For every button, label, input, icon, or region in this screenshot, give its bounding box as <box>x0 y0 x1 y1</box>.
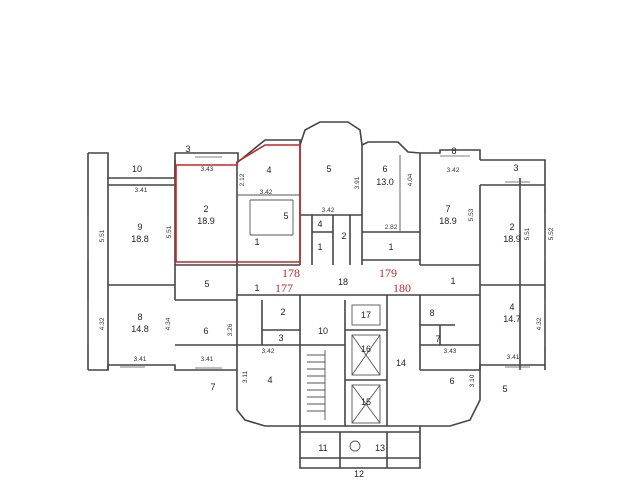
room-label-12: 12 <box>354 469 364 479</box>
dimension-label: 3.42 <box>322 207 335 214</box>
apartment-number-178: 178 <box>282 266 300 280</box>
room-label-2-center: 2 <box>341 231 346 241</box>
room-label-1-left-corridor: 1 <box>254 283 259 293</box>
dimension-label: 4.34 <box>165 317 172 330</box>
room-label-7-lower-left: 7 <box>210 382 215 392</box>
dimension-label: 5.51 <box>99 229 106 242</box>
apartment-number-180: 180 <box>393 281 411 295</box>
dimension-label: 3.10 <box>469 374 476 387</box>
stairs-and-elevators <box>307 304 381 452</box>
highlighted-apartment-outline <box>175 144 301 263</box>
dimension-label: 5.51 <box>166 225 173 238</box>
room-label-16: 16 <box>361 344 371 354</box>
room-label-8-top: 8 <box>451 146 456 156</box>
room-label-7: 7 <box>445 204 450 214</box>
dimension-label: 3.41 <box>201 356 214 363</box>
room-label-1-center: 1 <box>317 242 322 252</box>
room-label-8: 8 <box>137 312 142 322</box>
room-labels: 10 3 4 9 18.8 2 18.9 5 1 5 6 13.0 8 3 7 … <box>131 144 521 479</box>
room-label-3-right: 3 <box>513 163 518 173</box>
dimension-label: 3.41 <box>507 354 520 361</box>
dimension-label: 4.32 <box>536 317 543 330</box>
room-label-18: 18 <box>338 277 348 287</box>
room-label-17: 17 <box>361 310 371 320</box>
room-label-1-right-corridor: 1 <box>450 276 455 286</box>
room-label-7-lower-right: 7 <box>435 334 440 344</box>
room-label-13: 13 <box>375 443 385 453</box>
dimension-label: 5.52 <box>548 227 555 240</box>
dimension-label: 2.82 <box>385 224 398 231</box>
dimension-label: 3.42 <box>262 348 275 355</box>
room-area-2: 18.9 <box>197 216 215 226</box>
room-label-4: 4 <box>266 165 271 175</box>
room-area-7: 18.9 <box>439 216 457 226</box>
room-label-14: 14 <box>396 358 406 368</box>
room-label-8-lower-right: 8 <box>429 308 434 318</box>
room-label-5-lower-right: 5 <box>502 384 507 394</box>
room-label-11: 11 <box>318 443 327 453</box>
room-label-5: 5 <box>283 211 288 221</box>
room-label-2-right: 2 <box>509 222 514 232</box>
dimension-label: 3.42 <box>260 189 273 196</box>
apartment-number-179: 179 <box>379 266 397 280</box>
dimension-label: 3.43 <box>201 166 214 173</box>
dimension-label: 3.26 <box>227 323 234 336</box>
dimension-labels: 3.43 3.41 5.51 5.51 2.12 3.42 3.42 3.91 … <box>99 166 555 387</box>
room-label-10-lower: 10 <box>318 326 328 336</box>
room-label-9: 9 <box>137 222 142 232</box>
apartment-number-177: 177 <box>275 281 293 295</box>
dimension-label: 4.04 <box>407 173 414 186</box>
dimension-label: 5.51 <box>524 227 531 240</box>
room-label-2-lower: 2 <box>280 307 285 317</box>
room-area-4-right: 14.7 <box>503 314 521 324</box>
room-label-6-left: 6 <box>203 326 208 336</box>
room-label-10: 10 <box>132 164 142 174</box>
room-label-6: 6 <box>382 164 387 174</box>
room-area-9: 18.8 <box>131 234 149 244</box>
interior-walls <box>108 153 545 468</box>
room-area-6: 13.0 <box>376 177 394 187</box>
room-label-4-lower-left: 4 <box>267 375 272 385</box>
dimension-label: 3.42 <box>447 167 460 174</box>
apartment-numbers: 178 177 179 180 <box>275 266 411 295</box>
room-label-1-right-center: 1 <box>388 242 393 252</box>
room-area-8: 14.8 <box>131 324 149 334</box>
dimension-label: 3.11 <box>242 371 249 384</box>
room-label-5-left: 5 <box>204 279 209 289</box>
room-label-6-lower-right: 6 <box>449 376 454 386</box>
dimension-label: 4.32 <box>99 317 106 330</box>
room-label-5-center: 5 <box>326 164 331 174</box>
room-label-15: 15 <box>361 397 371 407</box>
room-label-3: 3 <box>185 144 190 154</box>
room-label-3-lower: 3 <box>278 333 283 343</box>
room-label-1: 1 <box>254 237 259 247</box>
dimension-label: 3.91 <box>354 176 361 189</box>
room-label-4-center: 4 <box>317 219 322 229</box>
dimension-label: 3.41 <box>134 356 147 363</box>
room-label-2: 2 <box>203 204 208 214</box>
windows <box>87 155 546 369</box>
dimension-label: 2.12 <box>239 173 246 186</box>
dimension-label: 5.53 <box>468 208 475 221</box>
room-label-4-right: 4 <box>509 302 514 312</box>
dimension-label: 3.43 <box>444 348 457 355</box>
room-area-2-right: 18.9 <box>503 234 521 244</box>
dimension-label: 3.41 <box>135 187 148 194</box>
